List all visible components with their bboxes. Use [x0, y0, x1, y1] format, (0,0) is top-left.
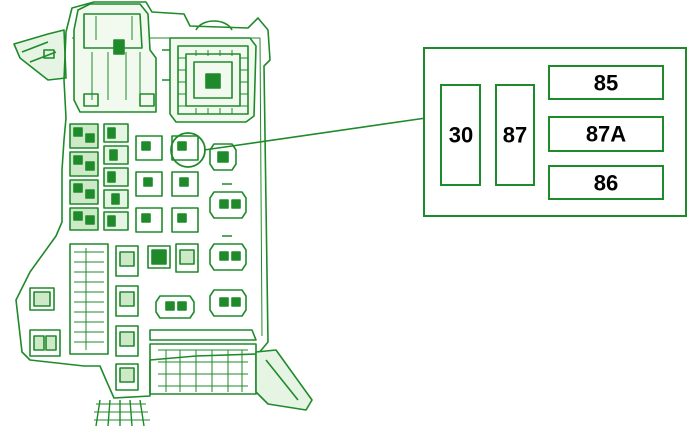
terminal-87a-box: [548, 116, 664, 152]
terminal-87a-label: 87A: [586, 122, 626, 147]
right-relay-sockets: [209, 143, 247, 317]
terminal-30-label: 30: [449, 123, 473, 148]
mini-fuse-column: [103, 123, 129, 231]
terminal-85-label: 85: [594, 71, 618, 96]
bottom-connector-rail: [149, 329, 257, 395]
left-lower-connector: [29, 243, 109, 357]
terminal-87-box: [495, 84, 535, 186]
left-fuse-column: [69, 123, 99, 231]
right-mounting-tab: [255, 349, 313, 411]
terminal-86-label: 86: [594, 171, 618, 196]
terminal-30-box: [440, 84, 481, 186]
highlighted-relay-circle: [170, 132, 206, 168]
fuse-box-housing: [13, 1, 313, 426]
terminal-87-label: 87: [503, 123, 527, 148]
terminal-85-box: [548, 65, 664, 100]
middle-lower-fuses: [115, 243, 199, 391]
terminal-86-box: [548, 165, 664, 200]
callout-leader-line: [203, 117, 427, 151]
top-connector: [73, 3, 157, 113]
relay-pinout-callout: 30 87 85 87A 86: [423, 47, 687, 217]
bottom-cable: [95, 399, 145, 426]
central-relays: [135, 135, 199, 233]
left-mounting-bracket: [13, 29, 67, 81]
